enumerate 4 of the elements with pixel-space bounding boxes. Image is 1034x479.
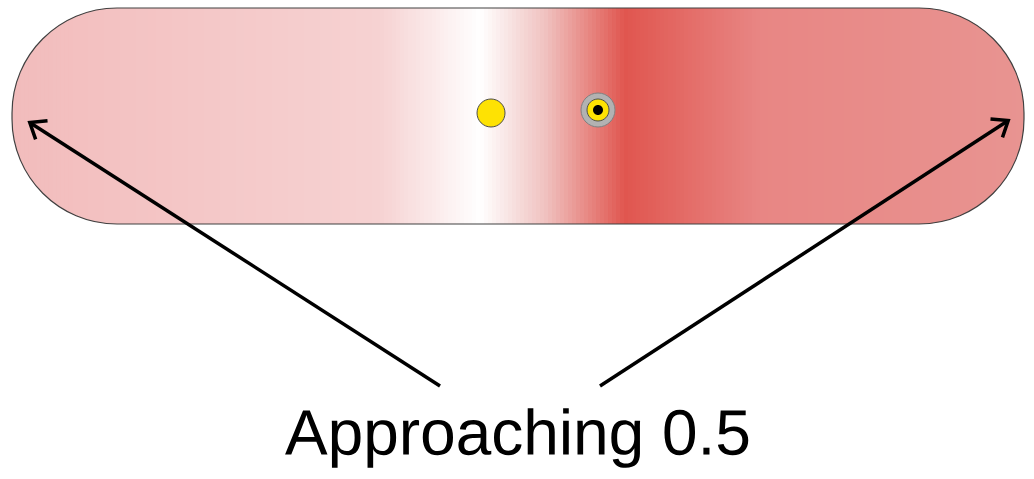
band-shape <box>11 7 1025 225</box>
arrow <box>27 119 441 388</box>
caption-text: Approaching 0.5 <box>285 408 749 468</box>
arrow <box>599 117 1011 388</box>
